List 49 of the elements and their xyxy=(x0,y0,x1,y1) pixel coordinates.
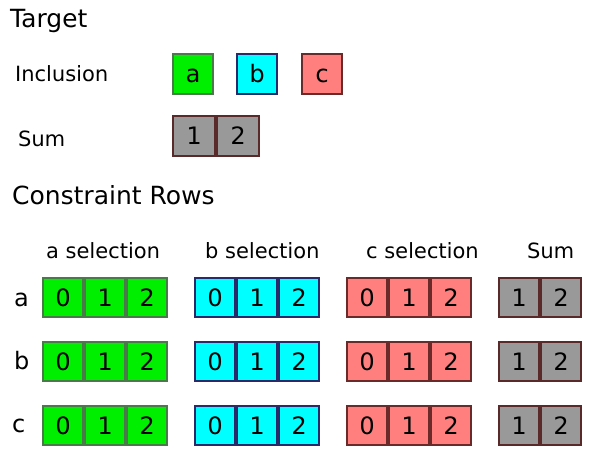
value-cell: 1 xyxy=(498,277,540,318)
value-cell: 0 xyxy=(42,277,84,318)
value-cell: 2 xyxy=(126,277,168,318)
value-cell: 2 xyxy=(126,405,168,446)
value-cell: 1 xyxy=(498,341,540,382)
value-cell: 2 xyxy=(126,341,168,382)
value-cell: 1 xyxy=(236,405,278,446)
column-header: Sum xyxy=(527,239,574,263)
value-cell: 1 xyxy=(388,277,430,318)
value-cell: 2 xyxy=(540,277,582,318)
row-label: Inclusion xyxy=(15,62,108,86)
value-cell: a xyxy=(172,53,214,95)
column-header: b selection xyxy=(205,239,320,263)
value-cell: 0 xyxy=(346,341,388,382)
row-label: b xyxy=(14,347,30,375)
value-cell: 1 xyxy=(388,405,430,446)
value-cell: 0 xyxy=(42,341,84,382)
value-cell: 2 xyxy=(430,405,472,446)
row-label: Sum xyxy=(18,127,66,151)
column-header: c selection xyxy=(366,239,479,263)
value-cell: 2 xyxy=(278,277,320,318)
value-cell: 1 xyxy=(84,277,126,318)
row-label: a xyxy=(14,284,29,312)
value-cell: 0 xyxy=(194,277,236,318)
column-header: a selection xyxy=(46,239,160,263)
value-cell: 0 xyxy=(346,405,388,446)
value-cell: 1 xyxy=(388,341,430,382)
value-cell: 0 xyxy=(194,405,236,446)
value-cell: 1 xyxy=(498,405,540,446)
value-cell: 2 xyxy=(278,405,320,446)
value-cell: 2 xyxy=(278,341,320,382)
value-cell: 2 xyxy=(430,277,472,318)
value-cell: 1 xyxy=(84,341,126,382)
value-cell: 2 xyxy=(540,405,582,446)
value-cell: 1 xyxy=(236,277,278,318)
section-heading: Constraint Rows xyxy=(12,181,215,210)
value-cell: c xyxy=(301,53,343,95)
value-cell: 0 xyxy=(346,277,388,318)
value-cell: 0 xyxy=(194,341,236,382)
value-cell: b xyxy=(236,53,278,95)
value-cell: 0 xyxy=(42,405,84,446)
value-cell: 1 xyxy=(172,115,216,157)
value-cell: 2 xyxy=(540,341,582,382)
value-cell: 2 xyxy=(216,115,260,157)
value-cell: 1 xyxy=(84,405,126,446)
value-cell: 2 xyxy=(430,341,472,382)
row-label: c xyxy=(12,410,26,438)
value-cell: 1 xyxy=(236,341,278,382)
section-heading: Target xyxy=(10,4,88,33)
